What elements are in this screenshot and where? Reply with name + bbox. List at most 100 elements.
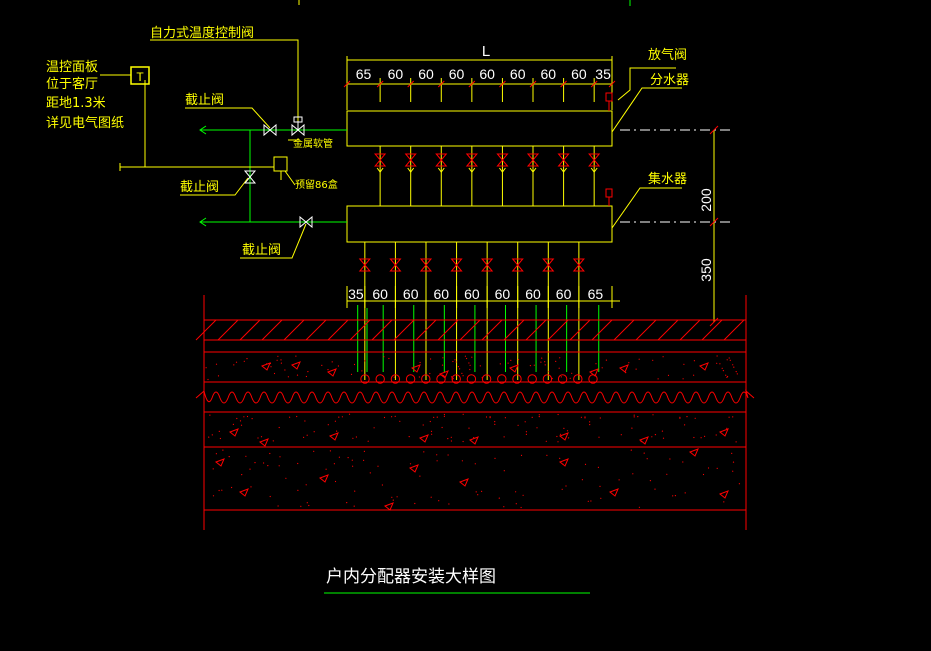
aggregate-dot: [735, 371, 737, 373]
aggregate-dot: [469, 364, 471, 366]
aggregate-dot: [517, 424, 519, 426]
hatch-line: [217, 319, 239, 341]
branch-valve-upper: [557, 153, 570, 167]
aggregate-dot: [595, 363, 597, 365]
aggregate-dot: [682, 461, 684, 463]
hatch-line: [591, 319, 613, 341]
aggregate-dot: [273, 372, 276, 375]
branch-valve-lower: [572, 258, 585, 272]
aggregate-dot: [503, 506, 505, 508]
aggregate-dot: [631, 427, 633, 429]
branch-loop: [435, 146, 448, 206]
branch-loop: [465, 146, 478, 206]
aggregate-dot: [571, 372, 573, 374]
aggregate-dot: [471, 356, 473, 358]
aggregate-dot: [381, 484, 383, 486]
aggregate-dot: [433, 416, 435, 418]
aggregate-dot: [529, 365, 532, 367]
aggregate-dot: [652, 359, 654, 361]
aggregate-dot: [475, 491, 477, 493]
aggregate-dot: [447, 438, 449, 440]
top-tick-arrow: [560, 80, 567, 88]
aggregate-dot: [222, 449, 224, 451]
bottom-dim-ticks: [346, 286, 613, 308]
aggregate-dot: [442, 357, 444, 359]
aggregate-dot: [284, 369, 286, 371]
branch-valve-upper: [526, 153, 540, 167]
aggregate-dot: [732, 470, 734, 472]
junction-box-label: 预留86盒: [295, 178, 338, 191]
collector-outlet: [572, 242, 585, 380]
branch-valve-lower: [389, 258, 402, 272]
aggregate-dot: [536, 427, 538, 429]
aggregate-dot: [524, 421, 526, 423]
branch-valve-lower: [358, 258, 371, 272]
aggregate-dot: [423, 451, 425, 453]
aggregate-dot: [635, 368, 637, 370]
hatch-line: [327, 319, 349, 341]
pipe-section-circle: [588, 374, 598, 384]
aggregate-dot: [684, 492, 686, 494]
aggregate-triangle: [459, 478, 469, 487]
aggregate-dot: [246, 358, 248, 360]
aggregate-dot: [618, 479, 620, 481]
pipe-section-circle: [436, 374, 446, 384]
aggregate-dot: [208, 436, 210, 438]
aggregate-dot: [679, 416, 681, 418]
aggregate-dot: [531, 416, 533, 418]
aggregate-dot: [369, 472, 371, 474]
aggregate-triangle: [689, 448, 699, 457]
aggregate-triangle: [329, 432, 339, 441]
aggregate-dot: [735, 441, 737, 443]
aggregate-dot: [243, 360, 245, 362]
aggregate-dot: [436, 460, 438, 462]
aggregate-triangle: [411, 364, 421, 373]
aggregate-dot: [334, 420, 336, 422]
aggregate-triangle: [719, 490, 729, 499]
branch-valve-lower: [450, 258, 463, 272]
aggregate-dot: [414, 502, 416, 505]
aggregate-dot: [494, 457, 496, 459]
aggregate-triangle: [469, 436, 479, 445]
aggregate-dot: [727, 375, 729, 378]
top-tick-arrow: [437, 80, 445, 88]
aggregate-dot: [638, 358, 640, 360]
aggregate-triangle: [215, 458, 225, 467]
aggregate-dot: [277, 355, 279, 357]
aggregate-dot: [651, 436, 653, 438]
stop-valve-top-leader: [185, 107, 271, 129]
aggregate-dot: [393, 376, 395, 378]
aggregate-dot: [630, 449, 632, 451]
top-segment-label: 60: [418, 66, 434, 82]
aggregate-dot: [646, 458, 648, 460]
flow-arrow: [468, 167, 476, 173]
aggregate-dot: [515, 491, 517, 493]
aggregate-dot: [305, 375, 307, 378]
bottom-segment-label: 60: [372, 286, 388, 302]
aggregate-dot: [448, 503, 450, 505]
pipe-section-circle: [405, 374, 416, 384]
aggregate-dot: [436, 416, 438, 418]
aggregate-dot: [625, 372, 627, 374]
aggregate-dot: [700, 437, 702, 439]
aggregate-dot: [303, 436, 305, 438]
aggregate-dot: [638, 506, 641, 508]
aggregate-triangle: [439, 370, 449, 379]
stop-valve-supply: [263, 123, 277, 137]
flow-arrow: [437, 167, 445, 173]
stop-valve-middle-label: 截止阀: [180, 180, 219, 195]
aggregate-dot: [334, 480, 337, 483]
aggregate-dot: [494, 421, 496, 423]
aggregate-triangle: [559, 458, 569, 467]
aggregate-dot: [419, 475, 421, 477]
aggregate-dot: [363, 459, 365, 461]
hatch-line: [305, 319, 327, 341]
aggregate-dot: [694, 417, 696, 419]
return-break-mark: [199, 217, 207, 227]
bottom-segment-label: 60: [525, 286, 541, 302]
pipe-section-circle: [360, 374, 370, 384]
top-tick-arrow: [468, 80, 476, 88]
aggregate-dot: [732, 461, 735, 463]
aggregate-dot: [721, 367, 723, 369]
